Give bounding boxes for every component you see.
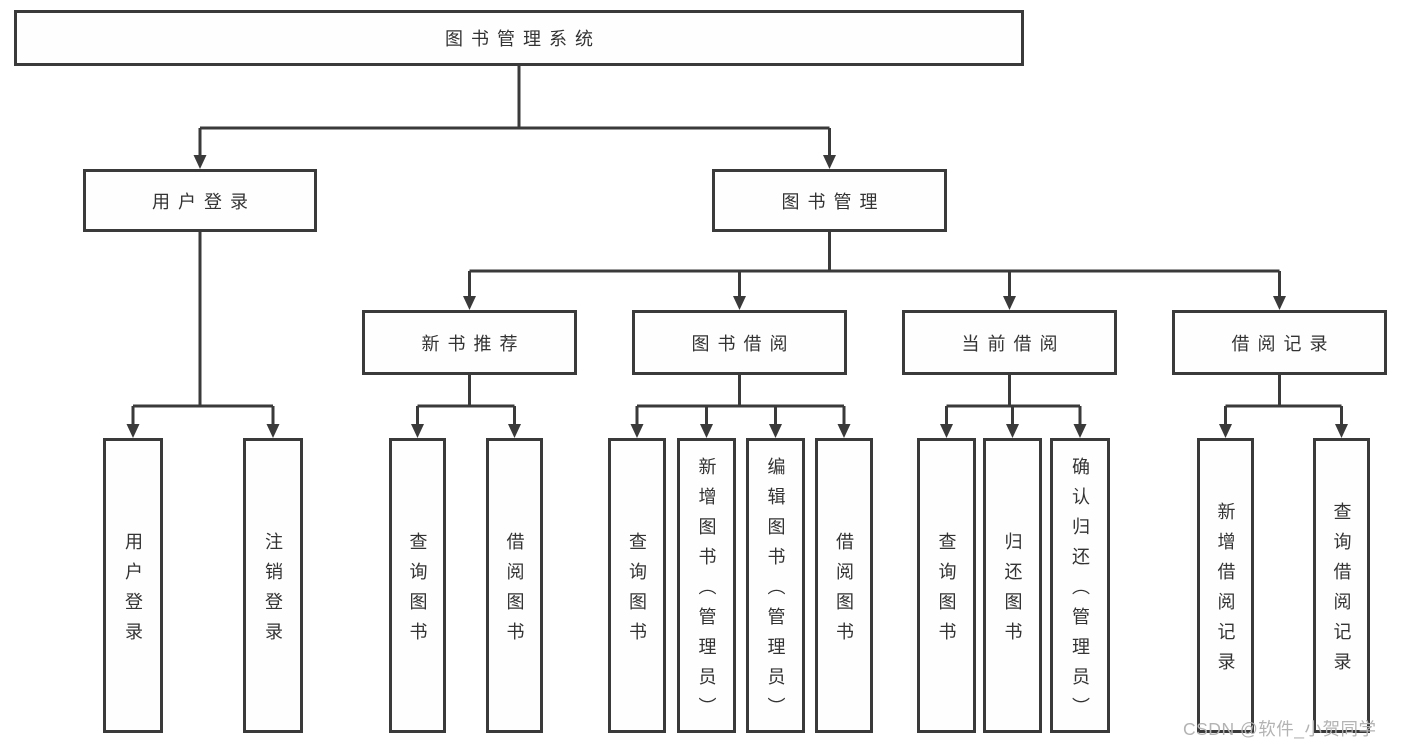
node-borrowing-records: 借阅记录 (1172, 310, 1387, 375)
leaf-add-borrow-record-label: 新增借阅记录 (1215, 501, 1236, 682)
leaf-query-books-borrowing-label: 查询图书 (627, 531, 647, 652)
leaf-confirm-return-admin-label: 确认归还（管理员） (1070, 456, 1090, 727)
node-book-management-label: 图书管理 (781, 191, 886, 212)
leaf-query-books-current-label: 查询图书 (936, 531, 957, 652)
leaf-query-borrow-record: 查询借阅记录 (1313, 438, 1370, 733)
leaf-add-borrow-record: 新增借阅记录 (1197, 438, 1254, 733)
leaf-return-books: 归还图书 (983, 438, 1042, 733)
leaf-borrow-books-recommend: 借阅图书 (486, 438, 543, 733)
leaf-query-borrow-record-label: 查询借阅记录 (1331, 501, 1352, 682)
leaf-query-books-recommend-label: 查询图书 (407, 531, 428, 652)
node-library-system: 图书管理系统 (14, 10, 1024, 66)
leaf-user-login: 用户登录 (103, 438, 163, 733)
node-book-borrowing-label: 图书借阅 (691, 333, 796, 354)
leaf-confirm-return-admin: 确认归还（管理员） (1050, 438, 1110, 733)
leaf-add-book-admin-label: 新增图书（管理员） (696, 456, 717, 727)
node-new-book-recommend: 新书推荐 (362, 310, 577, 375)
leaf-logout: 注销登录 (243, 438, 303, 733)
node-current-borrowing: 当前借阅 (902, 310, 1117, 375)
leaf-query-books-borrowing: 查询图书 (608, 438, 666, 733)
leaf-return-books-label: 归还图书 (1002, 531, 1023, 652)
leaf-borrow-books-borrowing-label: 借阅图书 (834, 531, 854, 652)
node-current-borrowing-label: 当前借阅 (961, 333, 1066, 354)
leaf-add-book-admin: 新增图书（管理员） (677, 438, 736, 733)
node-user-login-label: 用户登录 (152, 191, 256, 212)
leaf-query-books-current: 查询图书 (917, 438, 976, 733)
leaf-query-books-recommend: 查询图书 (389, 438, 446, 733)
node-borrowing-records-label: 借阅记录 (1231, 333, 1336, 354)
node-user-login: 用户登录 (83, 169, 317, 232)
leaf-borrow-books-borrowing: 借阅图书 (815, 438, 873, 733)
leaf-user-login-label: 用户登录 (123, 531, 143, 652)
node-book-management: 图书管理 (712, 169, 947, 232)
node-library-system-label: 图书管理系统 (445, 29, 601, 49)
watermark: CSDN @软件_小贺同学 (1183, 719, 1377, 739)
leaf-borrow-books-recommend-label: 借阅图书 (504, 531, 525, 652)
leaf-edit-book-admin: 编辑图书（管理员） (746, 438, 805, 733)
leaf-logout-label: 注销登录 (263, 531, 283, 652)
node-new-book-recommend-label: 新书推荐 (421, 333, 526, 354)
leaf-edit-book-admin-label: 编辑图书（管理员） (765, 456, 786, 727)
node-book-borrowing: 图书借阅 (632, 310, 847, 375)
